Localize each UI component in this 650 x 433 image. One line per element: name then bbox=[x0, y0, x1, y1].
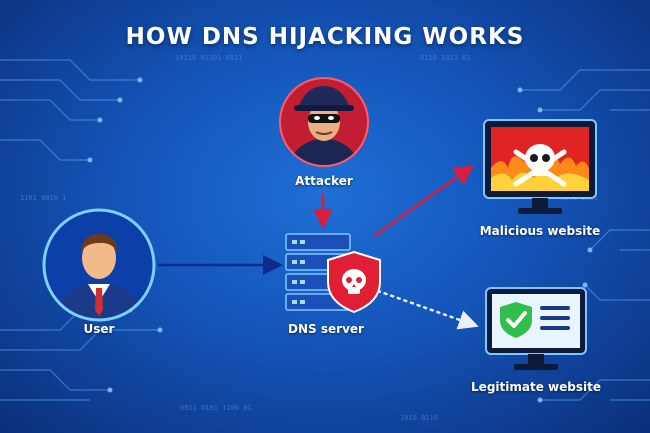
svg-text:0110 1011 01: 0110 1011 01 bbox=[420, 54, 471, 62]
svg-text:1010 0110: 1010 0110 bbox=[400, 414, 438, 422]
legitimate-website-label: Legitimate website bbox=[471, 380, 601, 394]
dns-server-label: DNS server bbox=[288, 322, 364, 336]
edge-dns-to-legitimate bbox=[376, 289, 479, 330]
user-icon bbox=[42, 208, 156, 322]
malicious-website-label: Malicious website bbox=[479, 224, 601, 238]
svg-text:1101 0010 1: 1101 0010 1 bbox=[20, 194, 66, 202]
skull-monitor-icon bbox=[483, 119, 597, 214]
svg-text:10110 01101 0011: 10110 01101 0011 bbox=[175, 54, 242, 62]
hacker-icon bbox=[279, 77, 369, 167]
skull-shield-icon bbox=[327, 250, 381, 314]
svg-text:0011 0101 1100 01: 0011 0101 1100 01 bbox=[180, 404, 252, 412]
diagram-title: HOW DNS HIJACKING WORKS bbox=[125, 24, 525, 50]
user-label: User bbox=[83, 322, 115, 336]
edge-dns-to-malicious bbox=[373, 165, 475, 238]
attacker-label: Attacker bbox=[295, 174, 353, 188]
shield-check-monitor-icon bbox=[485, 287, 587, 370]
server-icon bbox=[285, 233, 381, 314]
